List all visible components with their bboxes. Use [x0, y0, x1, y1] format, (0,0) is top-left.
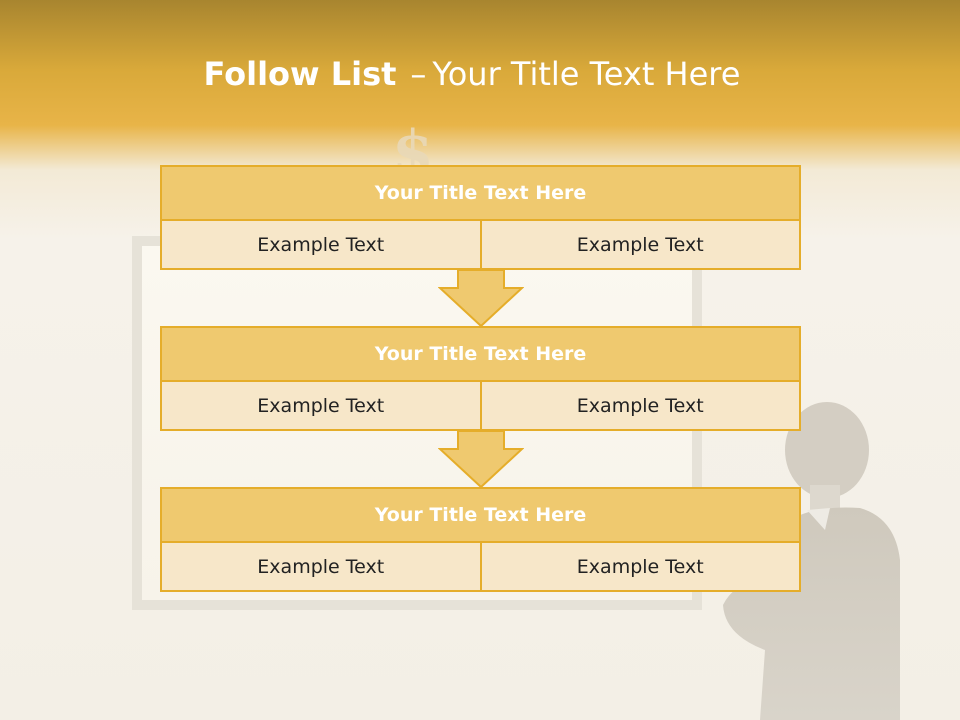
title-dash: –	[410, 55, 427, 93]
block-cell-left: Example Text	[162, 382, 480, 429]
down-arrow-icon	[438, 431, 524, 489]
block-cell-left: Example Text	[162, 543, 480, 590]
block-cell-right: Example Text	[479, 221, 799, 268]
block-cell-right: Example Text	[479, 543, 799, 590]
block-row: Example Text Example Text	[160, 221, 801, 270]
block-header: Your Title Text Here	[160, 487, 801, 543]
block-header: Your Title Text Here	[160, 326, 801, 382]
list-block-2: Your Title Text Here Example Text Exampl…	[160, 326, 801, 431]
list-block-3: Your Title Text Here Example Text Exampl…	[160, 487, 801, 592]
list-block-1: Your Title Text Here Example Text Exampl…	[160, 165, 801, 270]
down-arrow-icon	[438, 270, 524, 328]
title-bold: Follow List	[203, 55, 397, 93]
title-rest: Your Title Text Here	[432, 55, 741, 93]
block-cell-left: Example Text	[162, 221, 480, 268]
slide-title: Follow List–Your Title Text Here	[0, 55, 944, 93]
block-cell-right: Example Text	[479, 382, 799, 429]
block-header: Your Title Text Here	[160, 165, 801, 221]
block-row: Example Text Example Text	[160, 543, 801, 592]
businessman-silhouette	[723, 402, 900, 720]
block-row: Example Text Example Text	[160, 382, 801, 431]
